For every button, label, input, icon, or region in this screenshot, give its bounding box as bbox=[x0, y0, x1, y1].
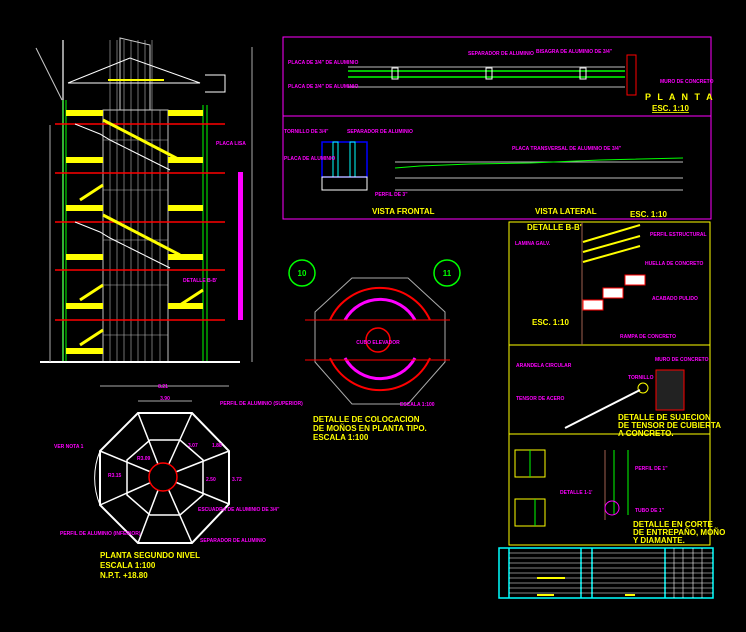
core-grid-lines bbox=[103, 40, 168, 362]
front-label: SEPARADOR DE ALUMINIO bbox=[347, 129, 413, 135]
center-label: CUBO ELEVADOR bbox=[356, 340, 400, 346]
corte-label: DETALLE 1-1' bbox=[560, 490, 593, 496]
plan-title-line: DE MOÑOS EN PLANTA TIPO. bbox=[313, 424, 427, 433]
tensor-label: TORNILLO bbox=[628, 375, 654, 381]
plan-scale: ESC. 1:10 bbox=[652, 104, 689, 113]
tensor-label: ARANDELA CIRCULAR bbox=[516, 363, 572, 369]
slab-bands bbox=[66, 110, 203, 354]
building-elevation: PLACA LISA DETALLE B-B' bbox=[35, 37, 253, 363]
detail-b-label: PERFIL ESTRUCTURAL bbox=[650, 232, 707, 238]
tensor-title-line: DETALLE DE SUJECION bbox=[618, 413, 711, 422]
plan-label: SEPARADOR DE ALUMINIO bbox=[468, 51, 534, 57]
axis-bubble bbox=[288, 259, 316, 287]
front-label: PERFIL DE 3" bbox=[375, 192, 408, 198]
right-detail-panels: DETALLE B-B' PERFIL ESTRUCTURAL LAMINA G… bbox=[508, 221, 725, 546]
plan-title: P L A N T A bbox=[645, 92, 715, 102]
octagon-title-line: ESCALA 1:100 bbox=[100, 561, 156, 570]
octagon-label: PERFIL DE ALUMINIO (INFERIOR) bbox=[60, 531, 141, 537]
corte-title-line: Y DIAMANTE. bbox=[633, 536, 685, 545]
octagon-label: SEPARADOR DE ALUMINIO bbox=[200, 538, 266, 544]
front-label: TORNILLO DE 3/4" bbox=[284, 129, 329, 135]
aluminium-plate-details: PLACA DE 3/4" DE ALUMINIO PLACA DE 3/4" … bbox=[282, 36, 715, 220]
axis-bubble bbox=[433, 259, 461, 287]
corte-title-line: DE ENTREPAÑO, MOÑO bbox=[633, 528, 725, 537]
octagon-roof-plan: 8.21 3.90 3.07 1.88 2.50 3.72 PERFIL DE … bbox=[54, 384, 303, 580]
elevation-label: PLACA LISA bbox=[216, 141, 246, 147]
front-view-title: VISTA FRONTAL bbox=[372, 207, 435, 216]
detail-b-label: LAMINA GALV. bbox=[515, 241, 551, 247]
tensor-label: TENSOR DE ACERO bbox=[516, 396, 565, 402]
corte-label: PERFIL DE 1" bbox=[635, 466, 668, 472]
axis-label-10: 10 bbox=[298, 269, 307, 278]
title-block bbox=[498, 547, 714, 599]
corte-label: TUBO DE 1" bbox=[635, 508, 665, 514]
lateral-view-title: VISTA LATERAL bbox=[535, 207, 597, 216]
dimension-label: 3.90 bbox=[160, 396, 170, 402]
tensor-title-line: DE TENSOR DE CUBIERTA bbox=[618, 421, 721, 430]
plan-title-line: ESCALA 1:100 bbox=[313, 433, 369, 442]
dimension-label: 3.72 bbox=[232, 477, 242, 483]
octagon-label: ESCUADRA DE ALUMINIO DE 3/4" bbox=[198, 507, 280, 513]
dimension-label: 3.07 bbox=[188, 443, 198, 449]
plan-label: MURO DE CONCRETO bbox=[660, 79, 714, 85]
detail-b-label: RAMPA DE CONCRETO bbox=[620, 334, 676, 340]
plan-scale-small: ESCALA 1:100 bbox=[400, 402, 435, 408]
plan-title-line: DETALLE DE COLOCACION bbox=[313, 415, 420, 424]
axis-label-11: 11 bbox=[443, 269, 452, 278]
octagon-label: R3.09 bbox=[137, 456, 151, 462]
stair-flights bbox=[79, 118, 204, 347]
tensor-label: MURO DE CONCRETO bbox=[655, 357, 709, 363]
dimension-label: 8.21 bbox=[158, 384, 168, 390]
octagon-label: VER NOTA 1 bbox=[54, 444, 84, 450]
views-scale: ESC. 1:10 bbox=[630, 210, 667, 219]
plan-label: BISAGRA DE ALUMINIO DE 3/4" bbox=[536, 49, 613, 55]
plan-label: PLACA DE 3/4" DE ALUMINIO bbox=[288, 84, 358, 90]
floor-plan-typical: 10 11 CUBO ELEVADOR ESCALA 1:100 DETALLE… bbox=[288, 259, 461, 442]
floor-lines bbox=[55, 123, 225, 321]
lateral-label: PLACA TRANSVERSAL DE ALUMINIO DE 3/4" bbox=[512, 146, 622, 152]
front-label: PLACA DE ALUMINIO bbox=[284, 156, 335, 162]
detail-b-label: ACABADO PULIDO bbox=[652, 296, 698, 302]
octagon-label: R3.15 bbox=[108, 473, 122, 479]
plan-label: PLACA DE 3/4" DE ALUMINIO bbox=[288, 60, 358, 66]
dimension-label: 2.50 bbox=[206, 477, 216, 483]
elevation-detail-callout: DETALLE B-B' bbox=[183, 278, 217, 284]
tensor-title-line: A CONCRETO. bbox=[618, 429, 674, 438]
octagon-label: PERFIL DE ALUMINIO (SUPERIOR) bbox=[220, 401, 303, 407]
corte-title-line: DETALLE EN CORTE bbox=[633, 520, 714, 529]
dimension-label: 1.88 bbox=[212, 443, 222, 449]
octagon-title-line: PLANTA SEGUNDO NIVEL bbox=[100, 551, 200, 560]
octagon-title-line: N.P.T. +18.80 bbox=[100, 571, 148, 580]
detail-b-title: DETALLE B-B' bbox=[527, 223, 582, 232]
detail-b-scale: ESC. 1:10 bbox=[532, 318, 569, 327]
detail-b-label: HUELLA DE CONCRETO bbox=[645, 261, 703, 267]
